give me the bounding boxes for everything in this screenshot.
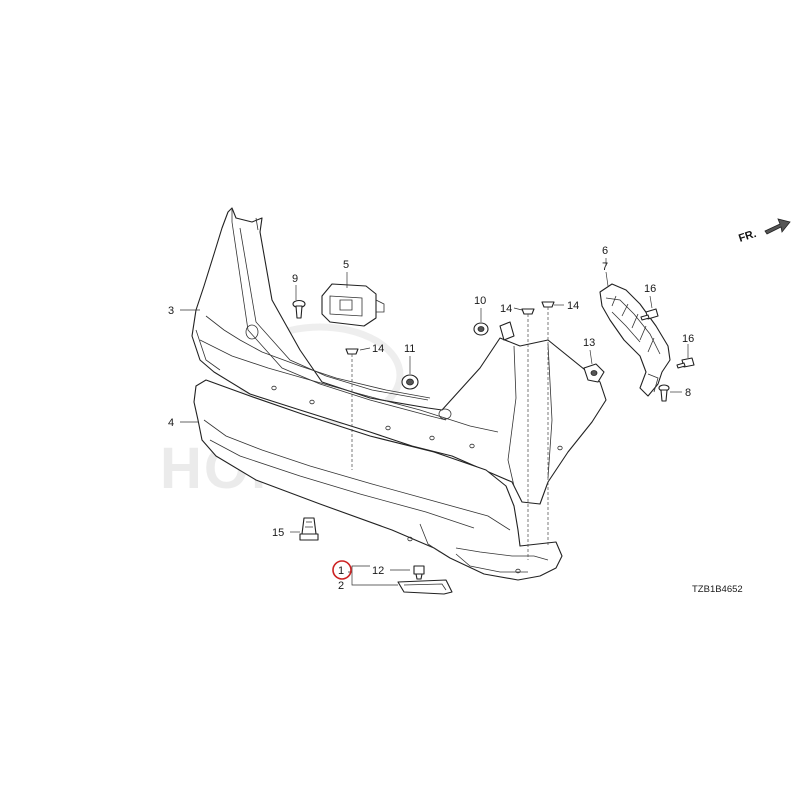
callout-6[interactable]: 6 (602, 245, 608, 257)
callout-14-right-a[interactable]: 14 (500, 303, 512, 315)
callout-14-right-b[interactable]: 14 (567, 300, 579, 312)
selected-part-highlight[interactable] (332, 560, 352, 580)
callout-15[interactable]: 15 (272, 527, 284, 539)
diagram-code: TZB1B4652 (692, 584, 743, 595)
bumper-cover-upper[interactable] (191, 207, 607, 505)
callout-8[interactable]: 8 (685, 387, 691, 399)
screw-9[interactable] (292, 299, 306, 319)
callout-16-upper[interactable]: 16 (644, 283, 656, 295)
screw-12[interactable] (413, 565, 425, 580)
callout-3[interactable]: 3 (168, 305, 174, 317)
side-bracket[interactable] (599, 283, 671, 397)
grommet-10[interactable] (473, 322, 489, 336)
callout-2[interactable]: 2 (338, 580, 344, 592)
screw-16-lower[interactable] (676, 357, 695, 369)
callout-14-center[interactable]: 14 (372, 343, 384, 355)
callout-11[interactable]: 11 (404, 343, 415, 355)
screw-8[interactable] (658, 384, 670, 402)
callout-12[interactable]: 12 (372, 565, 384, 577)
clip-14-right-a[interactable] (521, 308, 535, 560)
callout-16-lower[interactable]: 16 (682, 333, 694, 345)
arrow-icon (764, 218, 791, 235)
callout-7[interactable]: 7 (602, 261, 608, 273)
clip-14-center[interactable] (345, 348, 359, 470)
grommet-11[interactable] (401, 374, 419, 390)
front-direction-label: FR. (737, 228, 758, 245)
callout-4[interactable]: 4 (168, 417, 174, 429)
callout-10[interactable]: 10 (474, 295, 486, 307)
clip-near-10[interactable] (499, 321, 515, 341)
front-direction-indicator: FR. (737, 218, 791, 245)
callout-5[interactable]: 5 (343, 259, 349, 271)
clip-14-right-b[interactable] (541, 301, 555, 546)
bumper-lower-panel[interactable] (193, 379, 563, 581)
rear-reflector[interactable] (397, 579, 453, 595)
callout-labels: 1 2 3 4 5 6 7 8 9 10 11 12 13 14 14 14 1… (168, 245, 694, 592)
callout-9[interactable]: 9 (292, 273, 298, 285)
bracket-housing[interactable] (321, 283, 385, 327)
clip-15[interactable] (299, 517, 319, 541)
screw-16-upper[interactable] (640, 308, 659, 321)
callout-13[interactable]: 13 (583, 337, 595, 349)
clip-13[interactable] (583, 363, 605, 383)
callout-1[interactable]: 1 (338, 565, 344, 577)
